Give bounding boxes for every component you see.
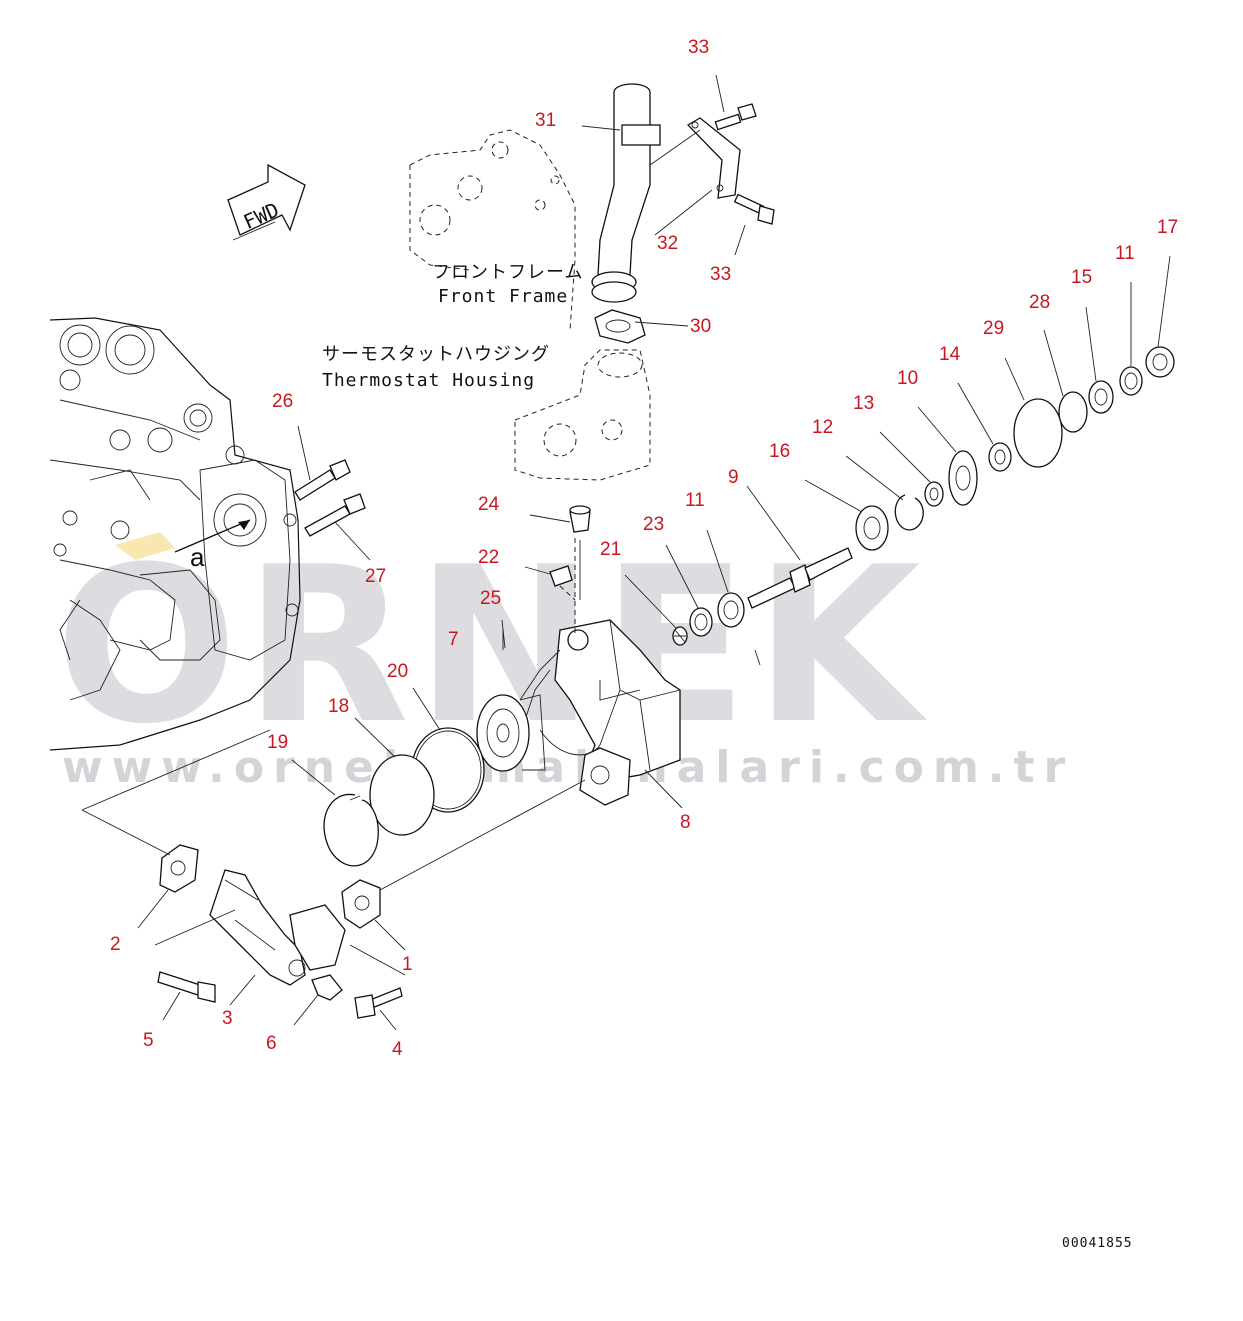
part-number-22: 22 (478, 547, 499, 568)
part-number-10: 10 (897, 368, 918, 389)
part-number-18: 18 (328, 696, 349, 717)
plug-24 (569, 505, 591, 533)
part-number-16: 16 (769, 441, 790, 462)
view-marker: a (190, 542, 205, 572)
part-number-labels: 33 31 32 33 30 17 11 15 28 29 14 10 13 1… (110, 37, 1178, 1060)
bolt-33-top (714, 103, 757, 131)
part-number-5: 5 (143, 1030, 154, 1051)
part-number-13: 13 (853, 393, 874, 414)
part-number-15: 15 (1071, 267, 1092, 288)
part-number-32: 32 (657, 233, 678, 254)
part-number-20: 20 (387, 661, 408, 682)
bolt-5 (157, 971, 216, 1003)
gear-10 (948, 450, 978, 506)
part-number-9: 9 (728, 467, 739, 488)
seal-23 (689, 607, 713, 637)
snap-ring-12 (894, 494, 924, 531)
part-number-33-lower: 33 (710, 264, 731, 285)
part-number-19: 19 (267, 732, 288, 753)
o-ring-29 (1013, 398, 1063, 468)
part-number-21: 21 (600, 539, 621, 560)
seal-11-right (1119, 366, 1143, 396)
thermostat-housing-en-label: Thermostat Housing (322, 370, 535, 391)
spring-21 (672, 626, 688, 646)
cap-17 (1145, 346, 1175, 378)
o-ring-18 (369, 754, 435, 836)
spacer-13 (924, 481, 944, 507)
engine-block: a (49, 317, 301, 751)
part-number-17: 17 (1157, 217, 1178, 238)
front-frame-plate: フロントフレーム Front Frame (409, 129, 583, 331)
part-number-29: 29 (983, 318, 1004, 339)
fitting-22 (549, 565, 573, 587)
part-number-7: 7 (448, 629, 459, 650)
gasket-2 (159, 844, 199, 893)
part-number-12: 12 (812, 417, 833, 438)
document-number: 00041855 (1062, 1236, 1133, 1251)
gasket-30 (594, 309, 646, 344)
leader-lines (137, 74, 1171, 1031)
bearing-15 (1088, 380, 1114, 414)
part-number-3: 3 (222, 1008, 233, 1029)
part-number-11-right: 11 (1115, 243, 1135, 264)
front-frame-jp-label: フロントフレーム (432, 262, 583, 283)
thermostat-housing: サーモスタットハウジング Thermostat Housing (322, 344, 651, 481)
bearing-14 (988, 442, 1012, 472)
part-number-24: 24 (478, 494, 500, 515)
watermark-url: www.ornekismakinalari.com.tr (62, 742, 1074, 793)
part-number-30: 30 (690, 316, 711, 337)
bolt-4 (354, 987, 403, 1019)
water-pipe (591, 83, 775, 303)
bolt-33-lower (733, 193, 775, 225)
shaft-9 (747, 547, 853, 609)
seal-11-left (717, 592, 745, 628)
elbow-3 (209, 869, 346, 986)
part-number-6: 6 (266, 1033, 277, 1054)
bolt-27 (304, 493, 366, 537)
part-number-27: 27 (365, 566, 386, 587)
snap-ring-19 (323, 793, 379, 867)
part-number-14: 14 (939, 344, 961, 365)
part-number-2: 2 (110, 934, 121, 955)
part-number-1: 1 (402, 954, 413, 975)
part-number-26: 26 (272, 391, 293, 412)
pulley-7 (476, 694, 546, 772)
o-ring-28 (1058, 391, 1088, 433)
part-number-8: 8 (680, 812, 691, 833)
part-number-28: 28 (1029, 292, 1050, 313)
fitting-6 (311, 974, 343, 1001)
part-number-31: 31 (535, 110, 556, 131)
fwd-arrow-icon: FWD (227, 163, 306, 241)
front-frame-en-label: Front Frame (438, 286, 568, 307)
part-number-11-left: 11 (685, 490, 705, 511)
bolt-26 (294, 459, 351, 501)
part-number-23: 23 (643, 514, 664, 535)
bearing-16 (855, 505, 889, 551)
pump-body (519, 619, 681, 806)
gasket-1 (341, 879, 381, 929)
part-number-25: 25 (480, 588, 501, 609)
part-number-33-top: 33 (688, 37, 709, 58)
reference-lines (81, 540, 761, 976)
highlight-marker (115, 532, 175, 560)
thermostat-housing-jp-label: サーモスタットハウジング (322, 344, 550, 365)
part-number-4: 4 (392, 1039, 403, 1060)
